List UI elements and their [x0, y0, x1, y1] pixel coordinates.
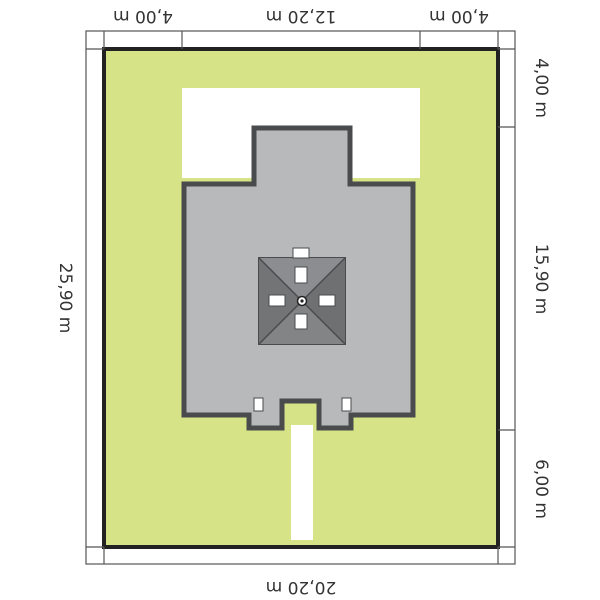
roof-window-top	[292, 247, 310, 259]
roof-window-left	[268, 294, 286, 307]
wall-opening-left	[253, 397, 264, 412]
dimension-bottom: 20,20 m	[266, 577, 337, 597]
roof-window-lower	[294, 313, 308, 330]
roof-window-right	[318, 294, 336, 307]
dimension-left: 25,90 m	[55, 263, 75, 334]
roof-window-upper	[294, 266, 308, 284]
roof-windows	[268, 247, 336, 330]
dimension-top-left: 4,00 m	[113, 6, 173, 26]
wall-opening-right	[341, 397, 352, 412]
dimension-top-center: 12,20 m	[266, 6, 337, 26]
dimension-top-right: 4,00 m	[429, 6, 489, 26]
access-path	[291, 425, 313, 540]
frame-ticks	[86, 31, 515, 564]
dimension-right-bottom: 6,00 m	[531, 459, 551, 519]
dimension-right-top: 4,00 m	[531, 58, 551, 118]
dimension-right-middle: 15,90 m	[531, 244, 551, 315]
